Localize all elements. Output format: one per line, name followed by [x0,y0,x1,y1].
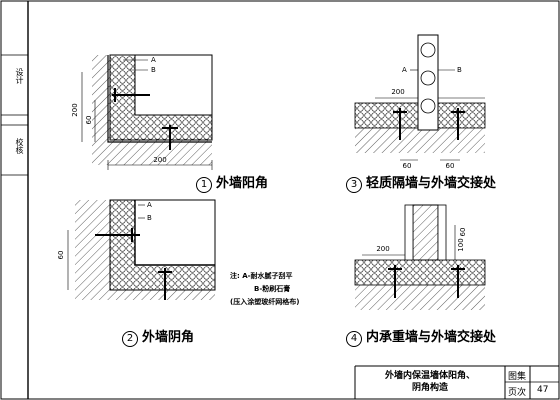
title-block-page-number: 47 [537,385,549,395]
d2-dim-60: 60 [57,251,65,260]
caption-text: 内承重墙与外墙交接处 [366,330,497,345]
d1-dim-60: 60 [85,116,93,125]
d3-dim-60-right: 60 [446,162,455,170]
detail-3-light-partition: 200 60 60 A B [354,34,486,170]
side-label-check: 校核 [15,138,24,154]
side-label-design: 设计 [15,68,24,84]
d3-dim-60-left: 60 [403,162,412,170]
caption-number: 3 [346,177,362,193]
caption-detail-4: 4 内承重墙与外墙交接处 [346,326,496,347]
d3-label-b: B [457,66,462,74]
detail-2-inner-corner: 60 A B [57,199,216,300]
d1-label-b: B [151,66,156,74]
note-line-2: B-粉刷石膏 [254,285,291,293]
title-block-atlas-label: 图集 [508,372,527,382]
d4-dim-100: 100 [457,238,465,251]
d3-dim-200: 200 [391,88,404,96]
drawing-title: 外墙内保温墙体阳角、 阴角构造 [360,370,500,394]
caption-detail-2: 2 外墙阴角 [122,326,194,347]
drawing-title-line-2: 阴角构造 [411,383,448,393]
drawing-title-line-1: 外墙内保温墙体阳角、 [384,371,475,381]
caption-text: 外墙阳角 [216,176,269,191]
d3-label-a: A [402,66,407,74]
caption-number: 1 [196,177,212,193]
caption-number: 2 [122,331,138,347]
d1-label-a: A [151,56,156,64]
caption-text: 轻质隔墙与外墙交接处 [366,176,497,191]
d2-label-a: A [147,201,152,209]
detail-1-outer-corner: 200 60 200 A B [71,54,213,170]
d2-label-b: B [147,214,152,222]
note-line-3: (压入涂塑玻纤网格布) [230,298,300,306]
title-block [354,365,559,399]
note-line-1: 注: A-耐水腻子刮平 [230,272,293,280]
construction-note: 注: A-耐水腻子刮平 B-粉刷石膏 (压入涂塑玻纤网格布) [230,270,299,309]
d4-dim-200: 200 [376,245,389,253]
d1-dim-200-horizontal: 200 [153,156,166,164]
d1-dim-200-vertical: 200 [71,103,79,116]
caption-detail-1: 1 外墙阳角 [196,172,268,193]
caption-text: 外墙阴角 [142,330,195,345]
d4-dim-60: 60 [459,228,467,237]
detail-4-bearing-wall: 200 100 60 [354,204,486,310]
caption-detail-3: 3 轻质隔墙与外墙交接处 [346,172,496,193]
title-block-page-label: 页次 [508,388,527,398]
caption-number: 4 [346,331,362,347]
